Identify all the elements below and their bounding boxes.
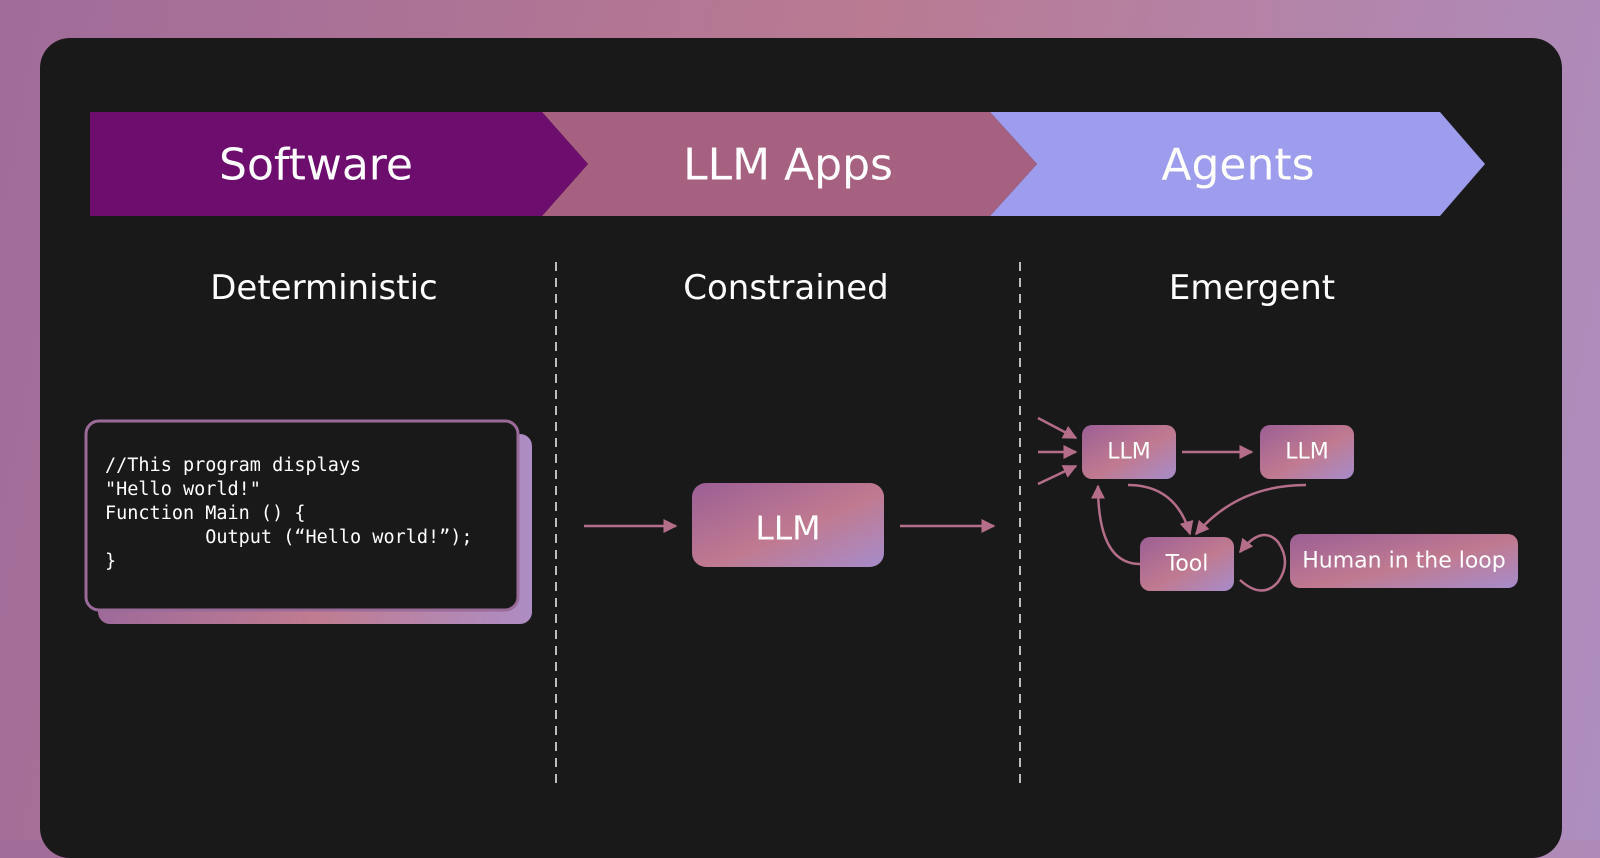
agent-llm-left-label: LLM xyxy=(1107,440,1151,465)
agent-llm-left-node xyxy=(1082,425,1176,479)
code-line-2: "Hello world!" xyxy=(105,479,261,500)
agent-graph: LLM LLM Tool Human in the loop xyxy=(1037,416,1518,592)
banner-segment-software xyxy=(90,112,588,216)
arrow-tool-to-llm-left xyxy=(1091,484,1141,566)
code-line-1: //This program displays xyxy=(105,455,361,476)
code-line-3: Function Main () { xyxy=(105,503,305,524)
heading-emergent: Emergent xyxy=(1169,268,1335,308)
heading-constrained: Constrained xyxy=(683,268,888,308)
banner-label-llm-apps: LLM Apps xyxy=(683,140,893,191)
agent-llm-right-node xyxy=(1260,425,1354,479)
banner-segment-agents xyxy=(990,112,1485,216)
code-line-4: Output (“Hello world!”); xyxy=(105,527,473,548)
code-card-window xyxy=(84,419,520,612)
banner: Software LLM Apps Agents xyxy=(90,112,1485,216)
agent-human-label: Human in the loop xyxy=(1302,549,1505,574)
heading-deterministic: Deterministic xyxy=(210,268,437,308)
banner-label-agents: Agents xyxy=(1161,140,1314,191)
input-arrow-1 xyxy=(1037,416,1078,440)
arrow-llm-left-to-tool xyxy=(1127,483,1194,536)
banner-label-software: Software xyxy=(219,140,413,191)
agent-llm-right-label: LLM xyxy=(1285,440,1329,465)
agent-tool-label: Tool xyxy=(1165,552,1209,577)
arrow-human-loop xyxy=(1239,533,1287,592)
agent-human-node xyxy=(1290,534,1518,588)
banner-segment-llm-apps xyxy=(542,112,1037,216)
evolution-diagram: Software LLM Apps Agents Deterministic C… xyxy=(84,112,1518,790)
input-arrow-3 xyxy=(1037,464,1078,486)
llm-app-node xyxy=(692,483,884,567)
agent-tool-node xyxy=(1140,537,1234,591)
arrow-llm-right-to-tool xyxy=(1195,483,1307,536)
code-card: //This program displays "Hello world!" F… xyxy=(84,419,532,624)
llm-app-node-label: LLM xyxy=(755,509,820,548)
code-line-5: } xyxy=(105,551,116,572)
